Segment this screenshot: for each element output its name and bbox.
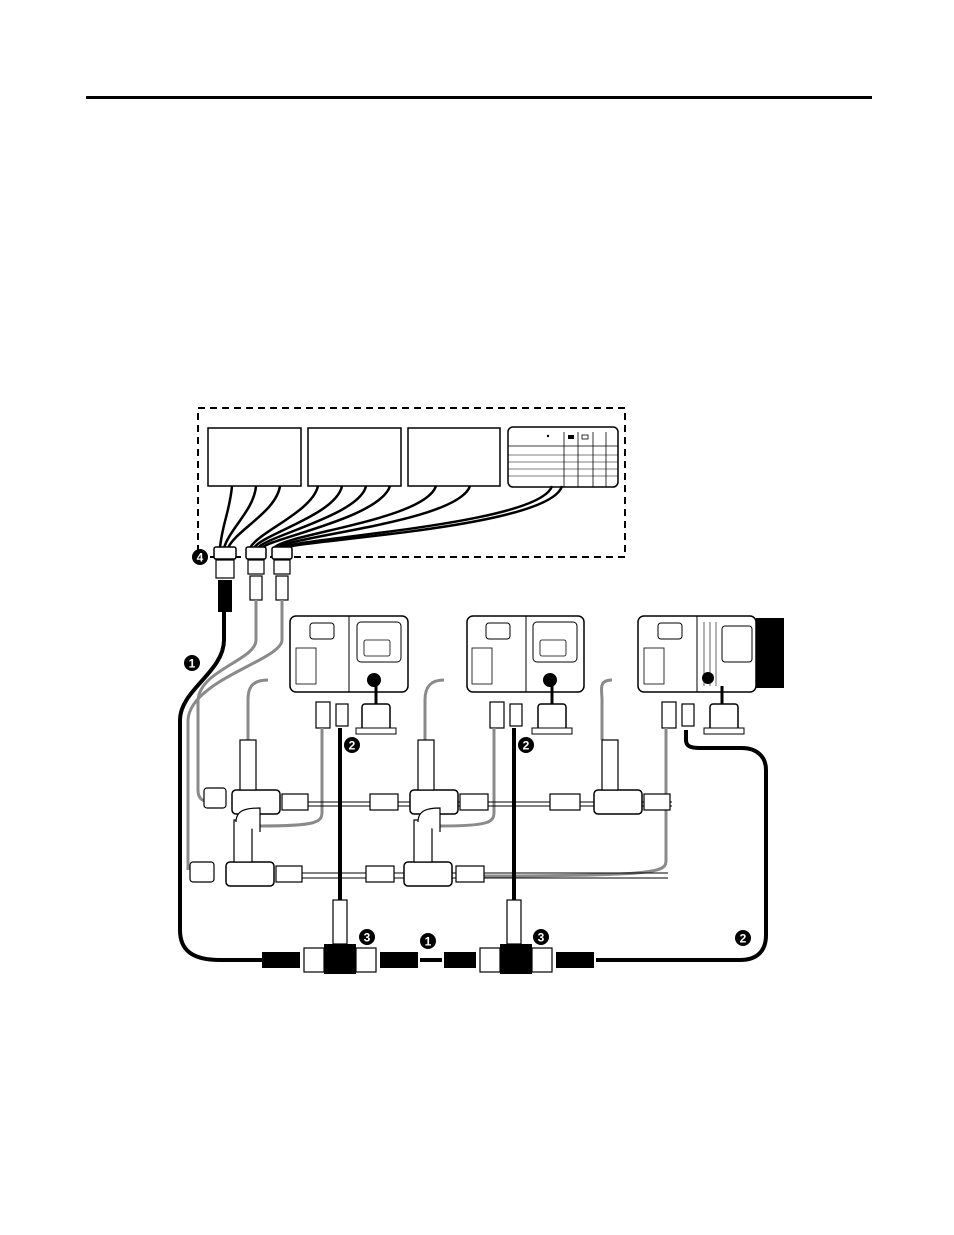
- drive-unit-2: [467, 616, 584, 734]
- callout-3-right-label: 3: [538, 931, 545, 945]
- controller-rack: [508, 427, 618, 487]
- callout-2-drive2: 2: [518, 737, 534, 753]
- callout-1-left: 1: [184, 655, 200, 671]
- drive-unit-1: [290, 616, 408, 734]
- io-module-2: [308, 428, 401, 486]
- control-enclosure: [198, 408, 625, 612]
- heat-sink: [756, 618, 784, 688]
- callout-4: 4: [192, 549, 208, 565]
- callout-2-drive1: 2: [344, 737, 360, 753]
- callout-2-right-label: 2: [740, 932, 747, 946]
- enclosure-wiring: [220, 486, 562, 548]
- io-module-1: [208, 428, 301, 486]
- drive-unit-3: [638, 616, 784, 734]
- callout-1-center: 1: [420, 933, 436, 949]
- callout-4-label: 4: [197, 551, 204, 565]
- callout-2-drive1-label: 2: [349, 739, 356, 753]
- callout-3-left-label: 3: [364, 931, 371, 945]
- callout-1-left-label: 1: [189, 657, 196, 671]
- callout-2-drive2-label: 2: [523, 739, 530, 753]
- io-module-3: [408, 428, 500, 486]
- callout-3-right: 3: [533, 929, 549, 945]
- callout-1-center-label: 1: [425, 935, 432, 949]
- tee-taps-lower: [190, 808, 484, 886]
- bulkhead-connectors: [214, 547, 292, 612]
- tee-taps-upper: [204, 740, 670, 814]
- callout-3-left: 3: [359, 929, 375, 945]
- callout-2-right: 2: [735, 930, 751, 946]
